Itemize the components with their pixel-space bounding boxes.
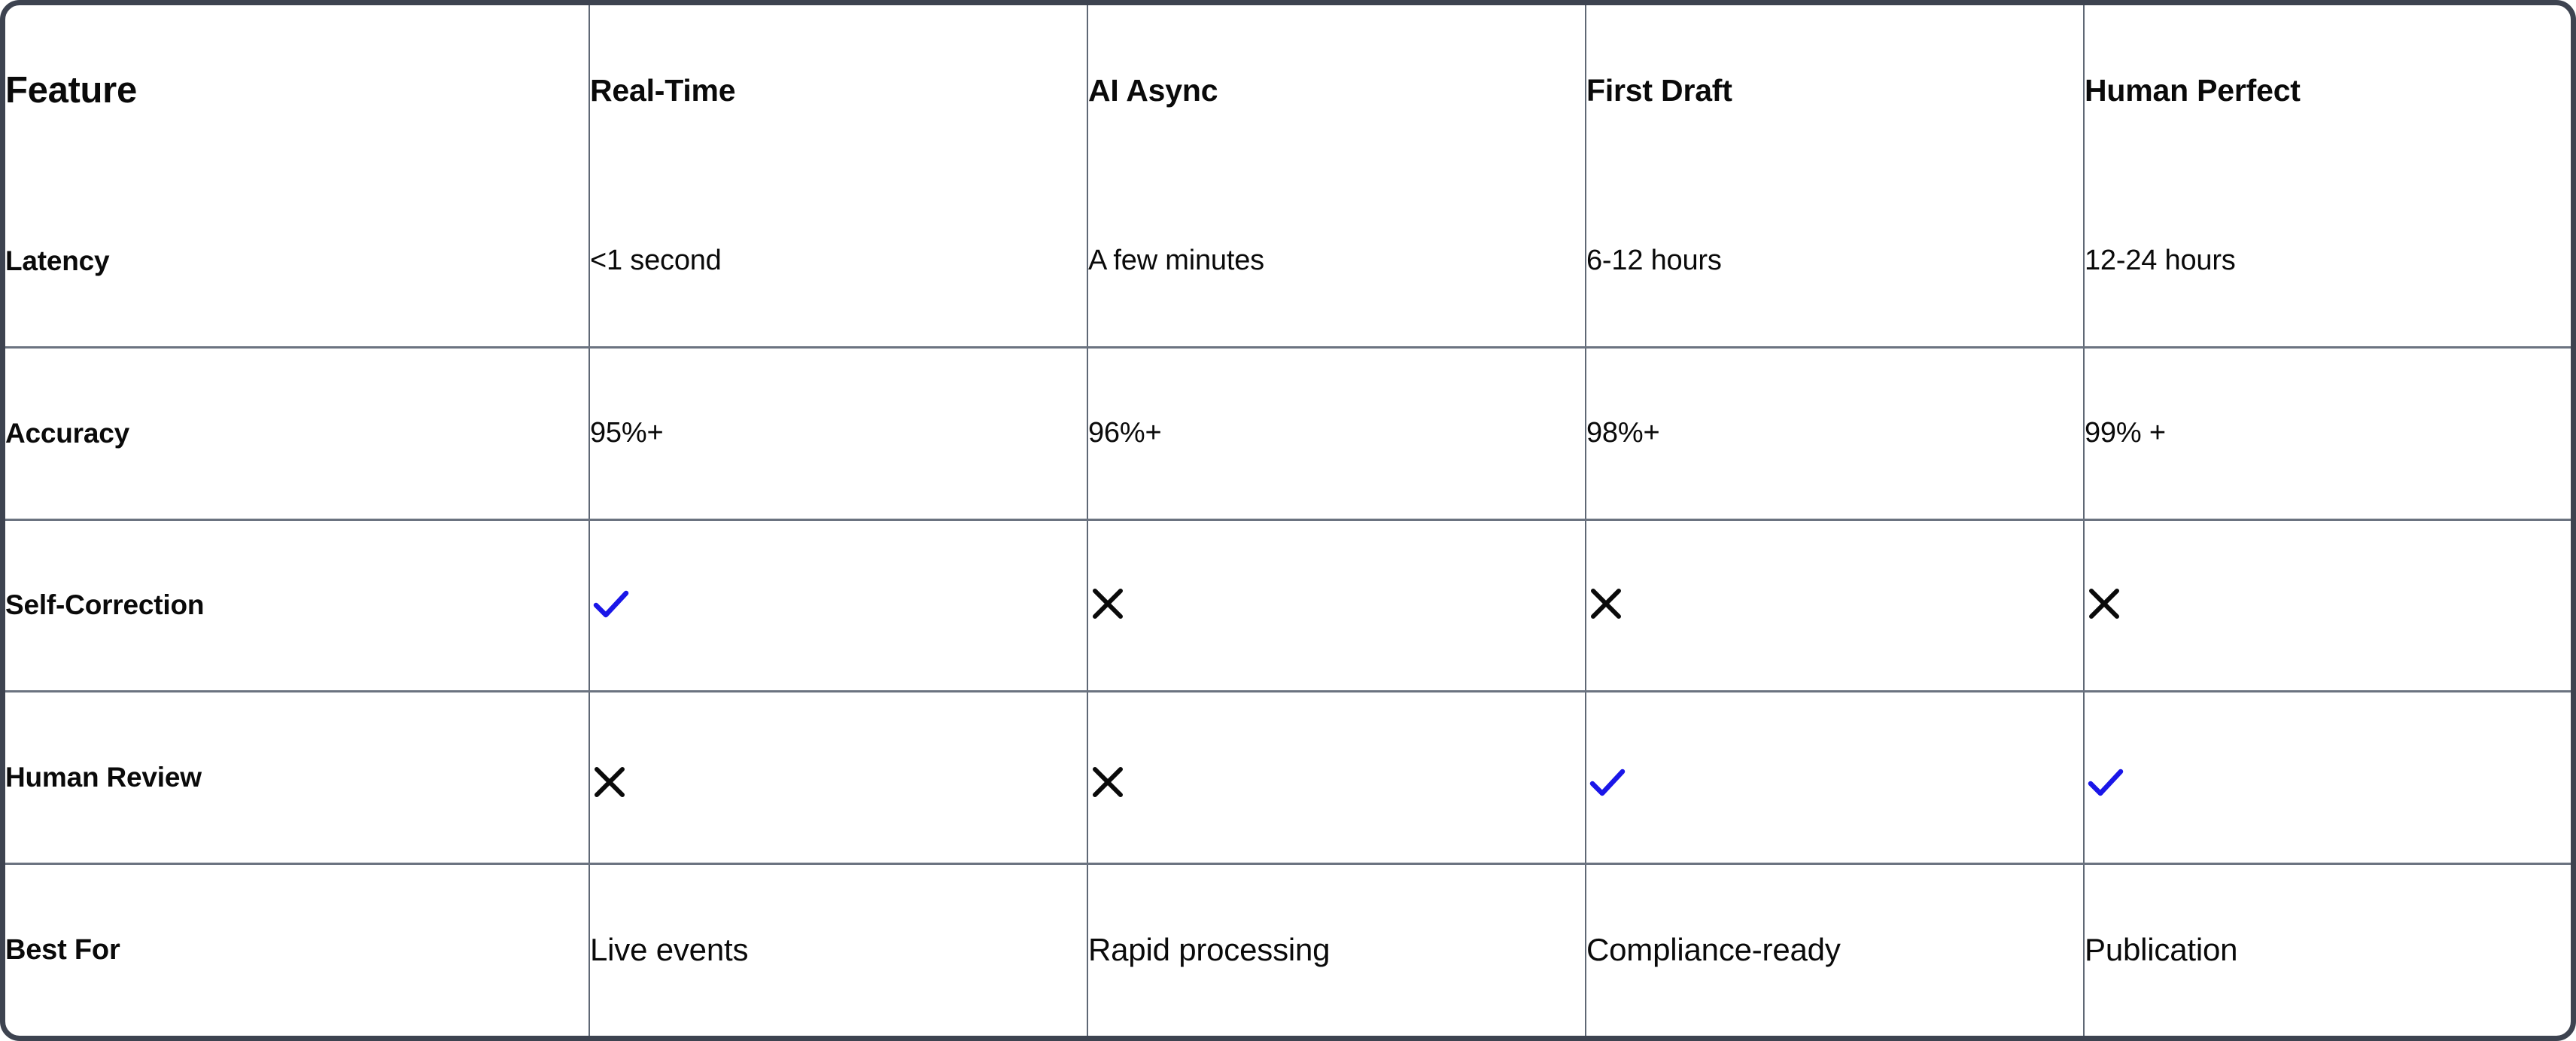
row-label-self-correction: Self-Correction bbox=[5, 519, 590, 693]
row-label-best-for: Best For bbox=[5, 863, 590, 1036]
table-row: Latency <1 second A few minutes 6-12 hou… bbox=[5, 175, 2571, 349]
column-header-real-time: Real-Time bbox=[589, 5, 1088, 175]
column-header-feature: Feature bbox=[5, 5, 590, 175]
cell-human-review-ai-async bbox=[1087, 691, 1586, 865]
column-header-human-perfect: Human Perfect bbox=[2085, 72, 2301, 108]
cell-human-review-real-time bbox=[589, 691, 1088, 865]
table-row: Accuracy 95%+ 96%+ 98%+ 99% + bbox=[5, 347, 2571, 521]
column-header-ai-async: AI Async bbox=[1087, 5, 1586, 175]
cross-icon bbox=[1586, 584, 1626, 623]
cell-accuracy-human-perfect: 99% + bbox=[2084, 347, 2571, 521]
cell-self-correction-real-time bbox=[589, 519, 1088, 693]
cell-latency-human-perfect: 12-24 hours bbox=[2084, 175, 2571, 349]
cell-accuracy-first-draft: 98%+ bbox=[1586, 347, 2085, 521]
cross-icon bbox=[2085, 584, 2124, 623]
row-label-human-review: Human Review bbox=[5, 691, 590, 865]
cell-best-for-real-time: Live events bbox=[589, 863, 1088, 1036]
cell-self-correction-first-draft bbox=[1586, 519, 2085, 693]
cell-self-correction-human-perfect bbox=[2084, 519, 2571, 693]
cell-human-review-human-perfect bbox=[2084, 691, 2571, 865]
cross-icon bbox=[1088, 762, 1127, 802]
table-row: Human Review bbox=[5, 691, 2571, 865]
cell-self-correction-ai-async bbox=[1087, 519, 1586, 693]
row-label-latency: Latency bbox=[5, 175, 590, 349]
cell-accuracy-ai-async: 96%+ bbox=[1087, 347, 1586, 521]
table-row: Best For Live events Rapid processing Co… bbox=[5, 863, 2571, 1036]
cell-latency-real-time: <1 second bbox=[589, 175, 1088, 349]
check-icon bbox=[590, 583, 632, 625]
cell-accuracy-real-time: 95%+ bbox=[589, 347, 1088, 521]
table-row: Self-Correction bbox=[5, 519, 2571, 693]
cell-best-for-human-perfect: Publication bbox=[2085, 932, 2238, 968]
table-header-row: Feature Real-Time AI Async First Draft H… bbox=[5, 5, 2571, 175]
cell-best-for-first-draft: Compliance-ready bbox=[1586, 863, 2085, 1036]
cell-latency-first-draft: 6-12 hours bbox=[1586, 175, 2085, 349]
feature-comparison-table: Feature Real-Time AI Async First Draft H… bbox=[5, 5, 2571, 1036]
check-icon bbox=[2085, 761, 2127, 803]
row-label-accuracy: Accuracy bbox=[5, 347, 590, 521]
cross-icon bbox=[590, 762, 629, 802]
column-header-first-draft: First Draft bbox=[1586, 5, 2085, 175]
cross-icon bbox=[1088, 584, 1127, 623]
cell-human-review-first-draft bbox=[1586, 691, 2085, 865]
check-icon bbox=[1586, 761, 1629, 803]
cell-best-for-ai-async: Rapid processing bbox=[1087, 863, 1586, 1036]
cell-latency-ai-async: A few minutes bbox=[1087, 175, 1586, 349]
